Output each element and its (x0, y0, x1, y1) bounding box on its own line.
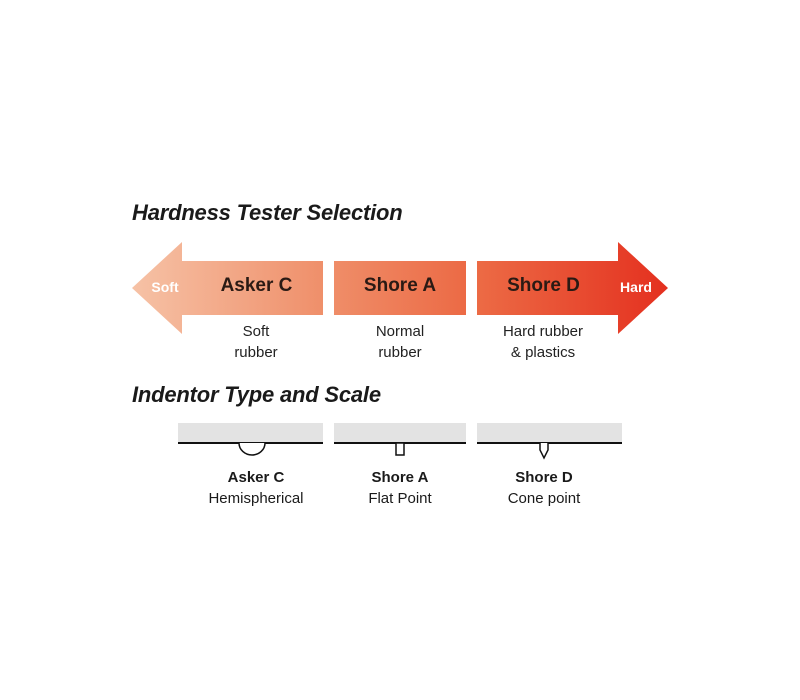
description-line: rubber (234, 344, 278, 361)
specimen-surface (178, 423, 323, 443)
segment-description-asker-c: Soft rubber (196, 321, 316, 363)
cone-point-icon (539, 443, 549, 460)
segment-description-shore-d: Hard rubber & plastics (483, 321, 603, 363)
indentor-shore-a (334, 423, 466, 456)
arrow-segment-asker-c (132, 242, 323, 334)
indentor-type-shore-d: Cone point (507, 490, 581, 507)
soft-end-label: Soft (151, 279, 179, 295)
segment-label-asker-c: Asker C (220, 275, 293, 296)
indentor-heading: Indentor Type and Scale (132, 382, 381, 407)
arrow-segment-shore-d (477, 242, 668, 334)
description-line: Normal (375, 323, 425, 340)
hemisphere-icon (238, 442, 266, 456)
description-line: & plastics (510, 344, 576, 361)
description-line: rubber (378, 344, 422, 361)
specimen-surface (477, 423, 622, 443)
indentor-asker-c (178, 423, 323, 456)
description-line: Soft (242, 323, 270, 340)
selection-heading: Hardness Tester Selection (132, 200, 403, 225)
indentor-type-shore-a: Flat Point (368, 490, 432, 507)
description-line: Hard rubber (502, 323, 584, 340)
specimen-surface (334, 423, 466, 443)
flat-point-icon (395, 442, 405, 456)
segment-label-shore-d: Shore D (507, 275, 580, 296)
indentor-scale-asker-c: Asker C (227, 469, 285, 486)
indentor-type-asker-c: Hemispherical (208, 490, 304, 507)
segment-label-shore-a: Shore A (363, 275, 437, 296)
indentor-scale-shore-a: Shore A (371, 469, 429, 486)
indentor-scale-shore-d: Shore D (515, 469, 573, 486)
indentor-shore-d (477, 423, 622, 460)
segment-description-shore-a: Normal rubber (340, 321, 460, 363)
hard-end-label: Hard (620, 279, 652, 295)
arrow-segment-shore-a (334, 261, 466, 315)
